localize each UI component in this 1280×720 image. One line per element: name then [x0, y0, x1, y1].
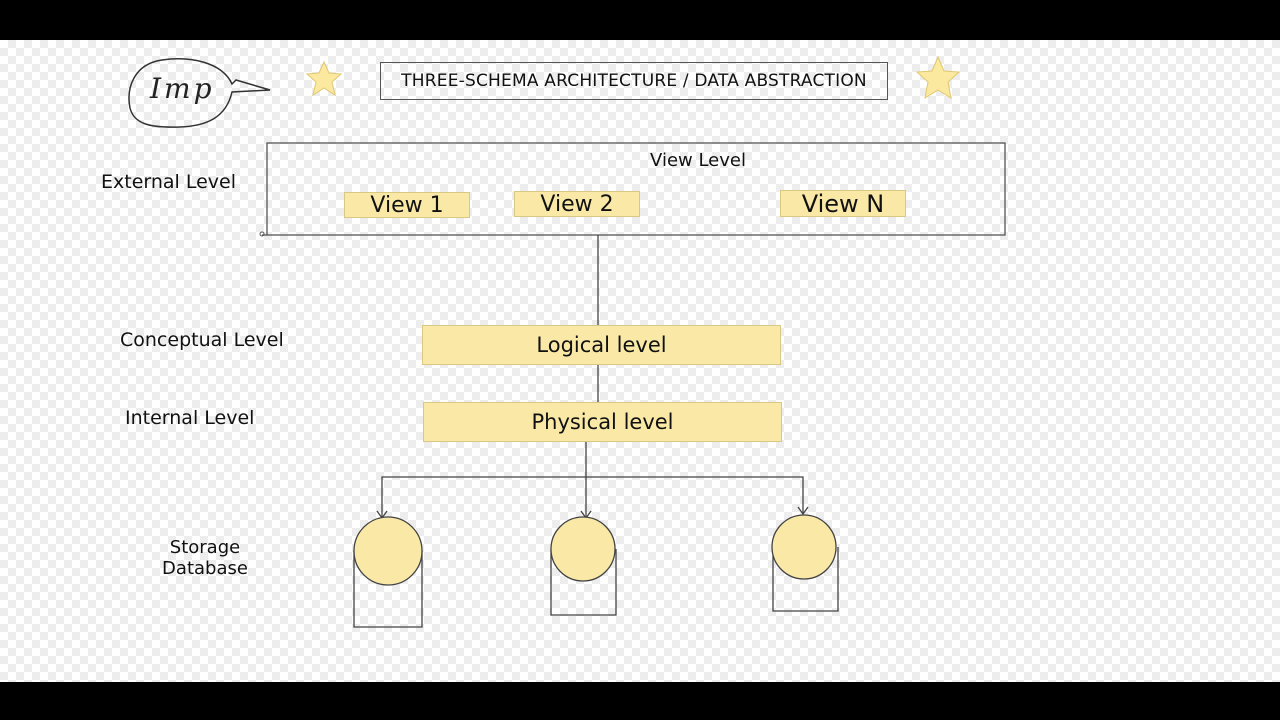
imp-note: Imp — [150, 72, 215, 105]
view-box-1: View 1 — [344, 192, 470, 218]
page-title: THREE-SCHEMA ARCHITECTURE / DATA ABSTRAC… — [380, 62, 888, 100]
conceptual-level-label: Conceptual Level — [120, 329, 284, 351]
view-box-n: View N — [780, 190, 906, 218]
database-icon — [771, 514, 839, 612]
physical-level-box: Physical level — [423, 402, 782, 442]
database-icon — [550, 516, 617, 616]
storage-database-label: Storage Database — [162, 537, 248, 579]
star-icon — [305, 60, 343, 97]
storage-label-line2: Database — [162, 558, 248, 579]
view-level-label: View Level — [650, 150, 746, 171]
external-level-label: External Level — [101, 171, 237, 193]
speech-bubble-icon — [128, 58, 271, 128]
view-box-2: View 2 — [514, 191, 640, 217]
connector-line — [381, 476, 804, 518]
internal-level-label: Internal Level — [125, 407, 255, 429]
database-icon — [353, 516, 423, 628]
logical-level-box: Logical level — [422, 325, 781, 365]
storage-label-line1: Storage — [169, 537, 241, 558]
star-icon — [915, 55, 961, 100]
view-level-frame — [266, 142, 1006, 236]
